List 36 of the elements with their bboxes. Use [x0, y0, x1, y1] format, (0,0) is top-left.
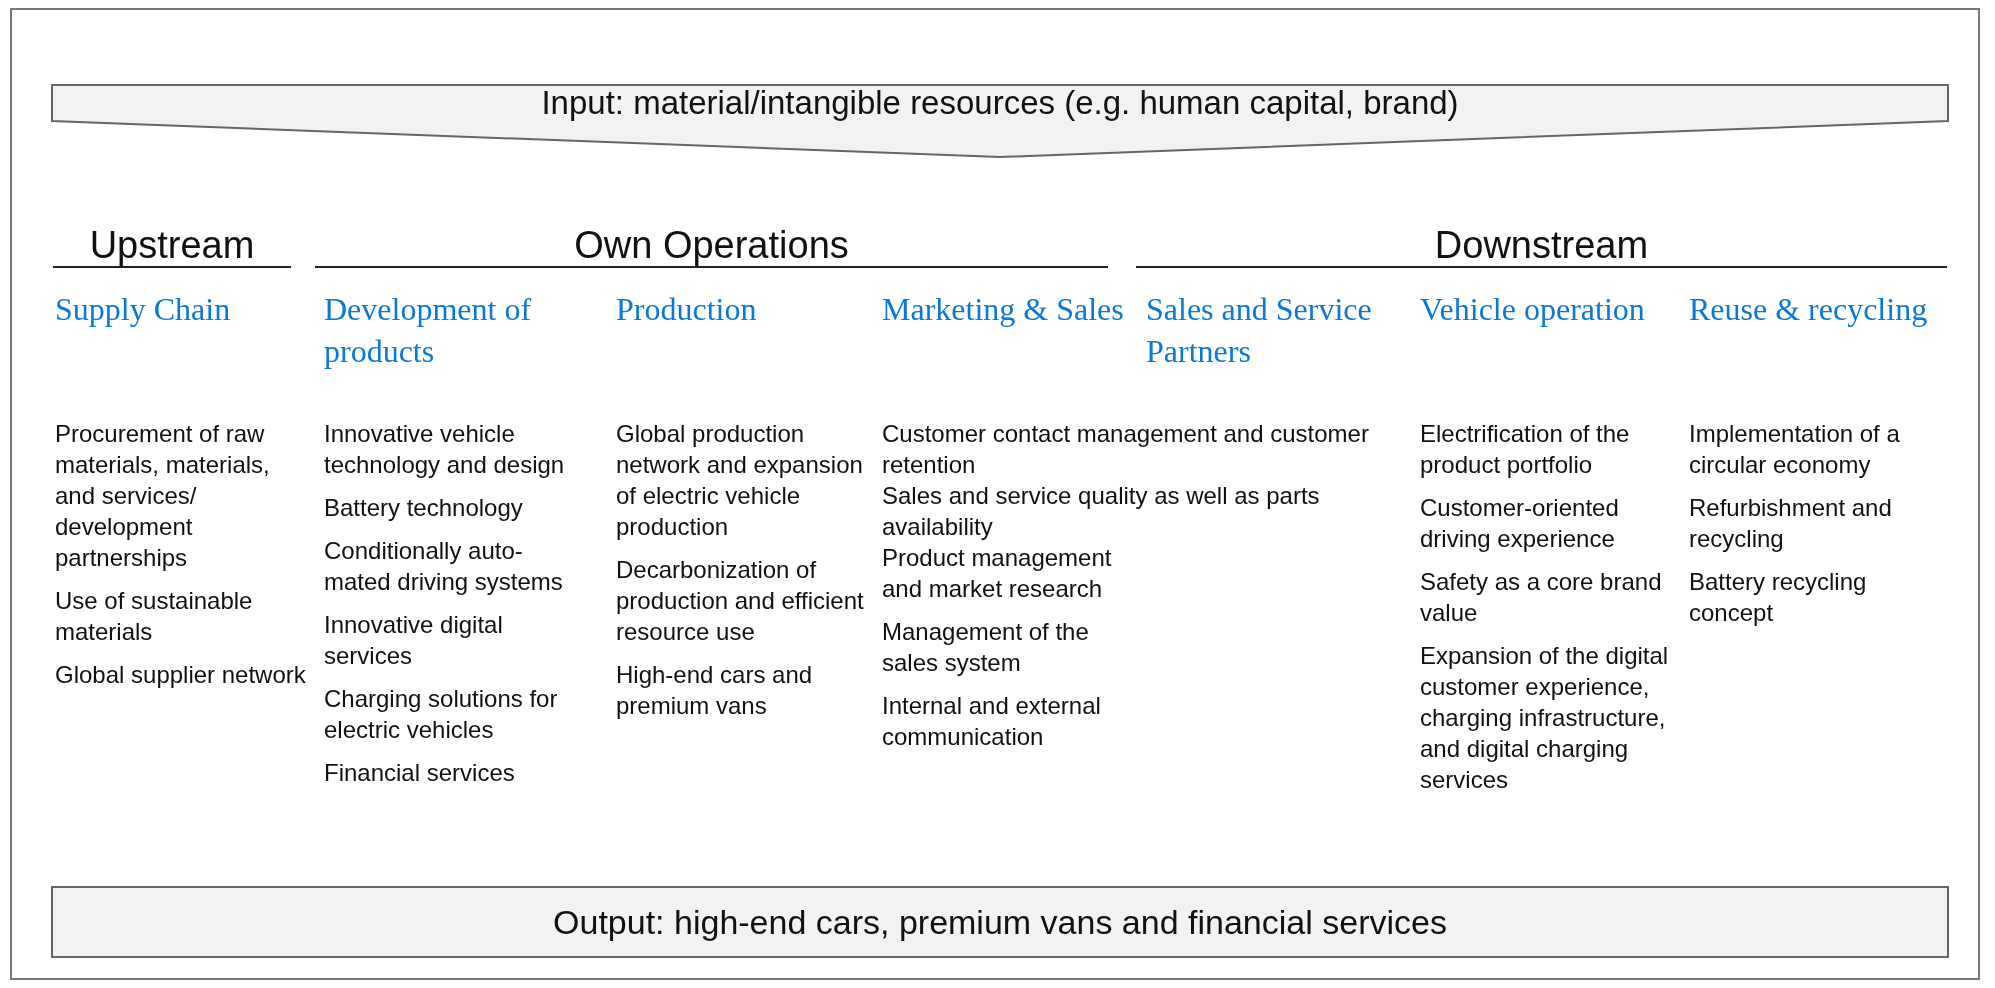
list-item: Innovative vehicle technology and design — [324, 419, 566, 480]
list-item: Global production network and expansion of electric vehicle production — [616, 419, 864, 542]
list-item: Management of the sales system — [882, 617, 1090, 678]
section-heading: Upstream — [53, 226, 291, 268]
list-item: Implementation of a circular economy — [1689, 419, 1901, 480]
column-heading: Supply Chain — [55, 290, 232, 329]
list-item: Expansion of the digital customer experience, charging infrastructure, and digital charging services — [1420, 641, 1670, 795]
list-item: Safety as a core brand value — [1420, 567, 1663, 628]
column-heading: Production — [616, 290, 758, 329]
list-item: Procurement of raw materials, materials, and services/ development partnerships — [55, 419, 271, 573]
column-heading: Marketing & Sales — [882, 290, 1125, 329]
list-item: Use of sustainable materials — [55, 586, 254, 647]
list-item: Global supplier network — [55, 660, 307, 690]
list-item: Innovative digital services — [324, 610, 504, 671]
list-item: Battery recycling concept — [1689, 567, 1868, 628]
column-heading: Reuse & recycling — [1689, 290, 1929, 329]
list-item: Customer contact management and customer retention — [882, 419, 1370, 480]
list-item: Product management and market research — [882, 543, 1113, 604]
section-heading: Downstream — [1136, 226, 1947, 268]
list-item: Conditionally auto-mated driving systems — [324, 536, 564, 597]
list-item: Sales and service quality as well as parts availability — [882, 481, 1321, 542]
column-heading: Sales and Service Partners — [1146, 290, 1373, 371]
list-item: Refurbishment and recycling — [1689, 493, 1893, 554]
list-item: Customer-oriented driving experience — [1420, 493, 1620, 554]
column-heading: Development of products — [324, 290, 533, 371]
output-box: Output: high-end cars, premium vans and financial services — [51, 886, 1949, 958]
list-item: Internal and external communication — [882, 691, 1102, 752]
list-item: Financial services — [324, 758, 516, 788]
list-item: Battery technology — [324, 493, 524, 523]
list-item: Electrification of the product portfolio — [1420, 419, 1631, 480]
list-item: Charging solutions for electric vehicles — [324, 684, 559, 745]
list-item: High-end cars and premium vans — [616, 660, 814, 721]
column-heading: Vehicle operation — [1420, 290, 1646, 329]
section-heading: Own Operations — [315, 226, 1108, 268]
list-item: Decarbonization of production and efficient resource use — [616, 555, 865, 647]
input-banner: Input: material/intangible resources (e.g. human capital, brand) — [51, 84, 1949, 158]
